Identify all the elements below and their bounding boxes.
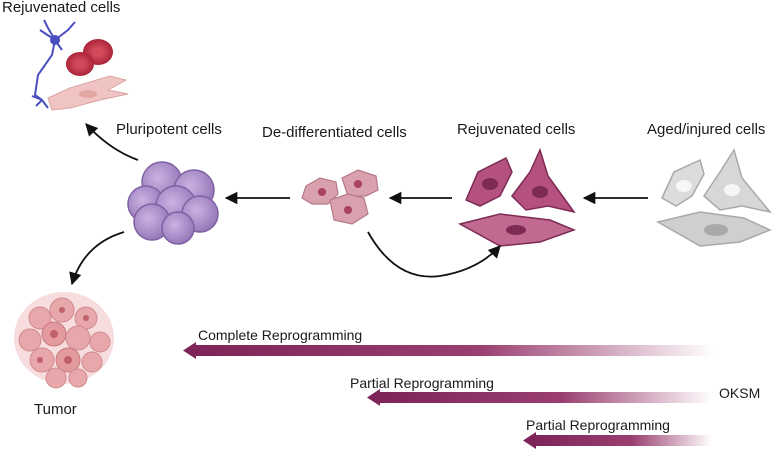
complete-reprogramming-bar	[183, 342, 714, 359]
rejuvenated-cells-cluster-icon	[31, 19, 129, 111]
partial-reprogramming-bar-2	[523, 432, 712, 449]
rejuvenated-cells-top-label: Rejuvenated cells	[2, 0, 121, 16]
oksm-label: OKSM	[719, 385, 761, 401]
arrow-pluripotent-to-rejuvenated	[85, 123, 139, 161]
red-blood-cell-icon	[66, 39, 113, 76]
arrow-pluripotent-to-tumor	[69, 231, 125, 286]
partial-reprogramming-label-2: Partial Reprogramming	[526, 417, 670, 433]
pluripotent-cells-label: Pluripotent cells	[116, 121, 222, 138]
complete-reprogramming-label: Complete Reprogramming	[198, 327, 363, 343]
rejuvenated-cells-icon	[457, 147, 577, 247]
aged-injured-cells-label: Aged/injured cells	[647, 121, 766, 138]
process-arrows	[69, 123, 648, 286]
pluripotent-cells-icon	[127, 161, 219, 245]
neuron-icon	[31, 19, 76, 109]
arrow-dedifferentiated-to-rejuvenated	[367, 231, 501, 278]
tumor-icon	[14, 292, 114, 389]
tumor-label: Tumor	[34, 401, 77, 418]
reprogramming-bars	[183, 342, 714, 449]
dedifferentiated-cells-label: De-differentiated cells	[262, 124, 407, 141]
dedifferentiated-cells-icon	[301, 169, 379, 225]
partial-reprogramming-bar-1	[367, 389, 712, 406]
rejuvenated-cells-label: Rejuvenated cells	[457, 121, 576, 138]
aged-cells-icon	[655, 148, 772, 247]
partial-reprogramming-label-1: Partial Reprogramming	[350, 375, 494, 391]
